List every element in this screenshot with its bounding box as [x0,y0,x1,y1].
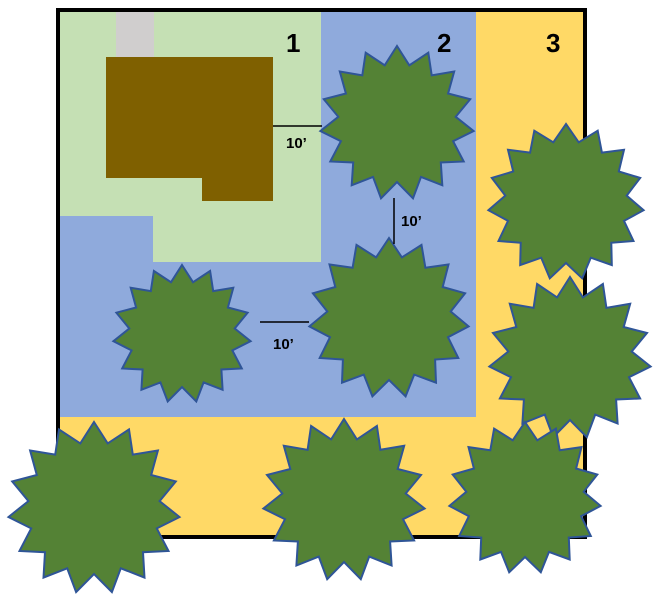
tree-icon [307,236,471,399]
chimney [116,12,154,58]
tree-icon [111,263,253,404]
distance-label-tree-tree-vertical: 10’ [401,213,422,230]
tree-icon [486,122,646,281]
tree-icon [6,420,182,594]
tree-icon [487,275,653,440]
zone-2-label: 2 [437,28,451,58]
tree-icon [318,44,476,201]
distance-label-tree-tree-horizontal: 10’ [273,336,294,353]
distance-label-house-tree: 10’ [286,135,307,152]
house-icon [106,57,273,201]
tree-icon [261,417,427,582]
tree-icon [447,420,603,575]
zone-3-label: 3 [546,28,560,58]
trees-group [6,44,653,594]
zone-1-label: 1 [286,28,300,58]
